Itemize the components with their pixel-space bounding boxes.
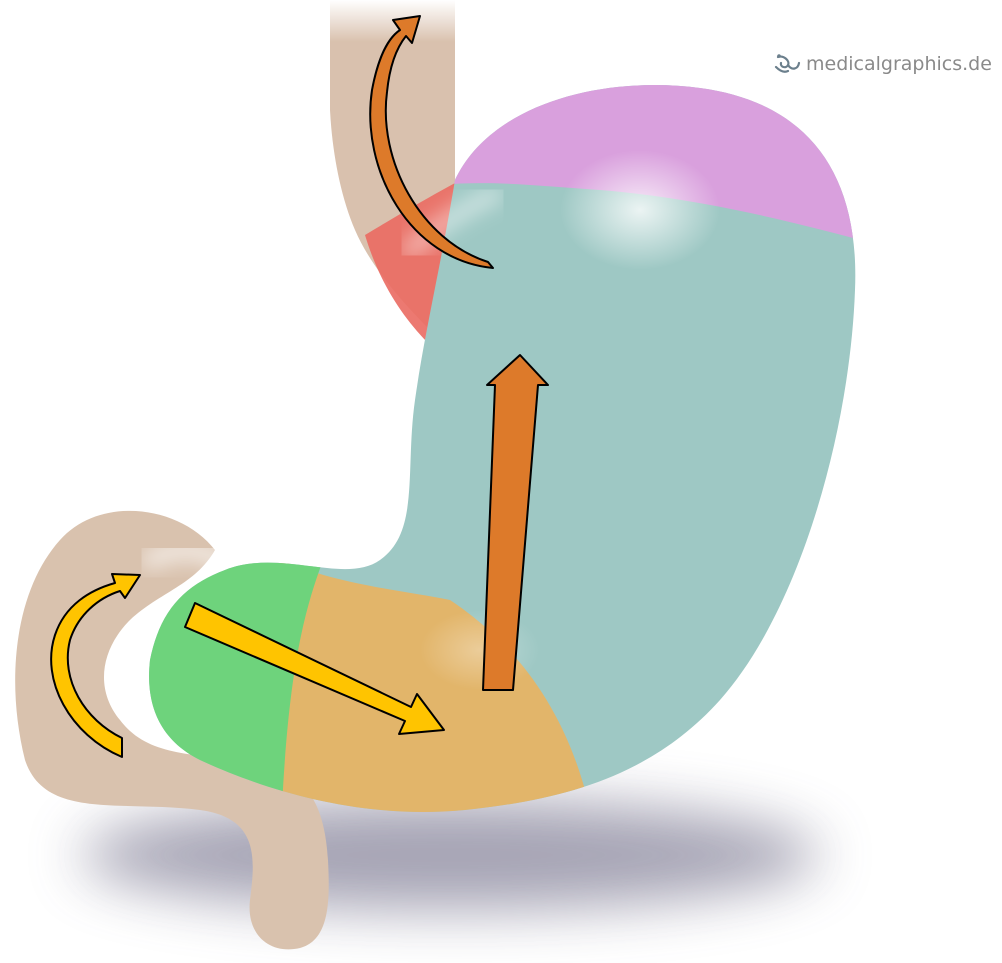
stomach-highlight: [560, 150, 720, 270]
watermark-text: medicalgraphics.de: [806, 53, 992, 75]
ground-shadow: [80, 800, 820, 910]
medicalgraphics-logo-icon: [772, 53, 802, 75]
stomach-highlight-2: [420, 610, 540, 690]
watermark: medicalgraphics.de: [772, 53, 992, 75]
